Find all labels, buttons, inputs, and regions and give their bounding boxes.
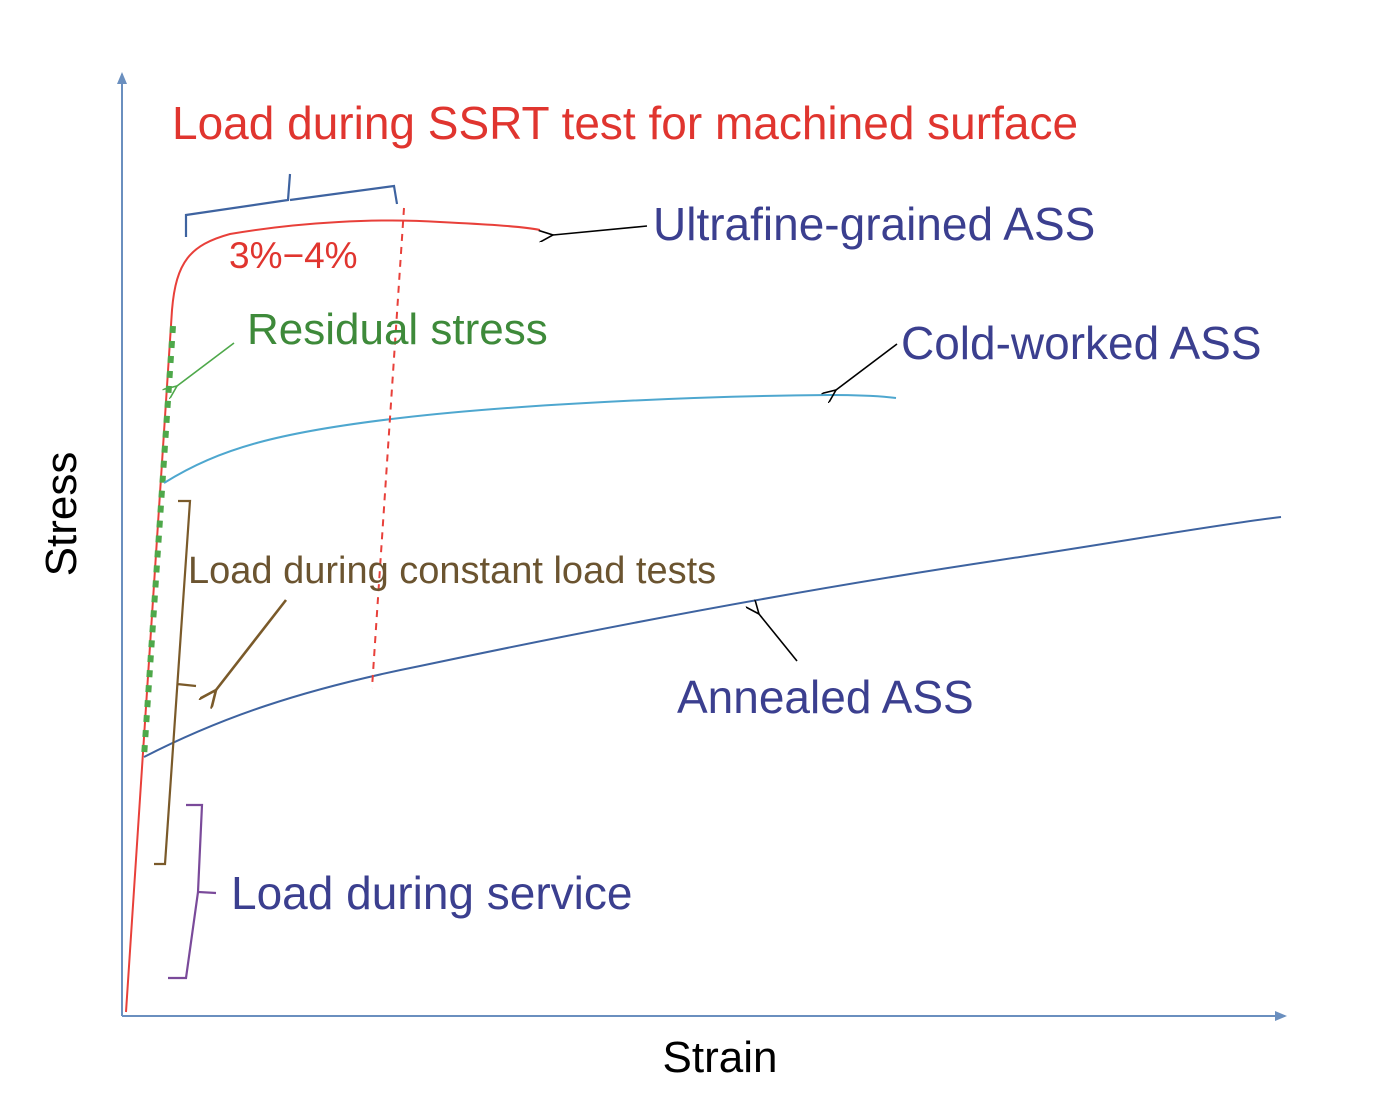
constant-load-pointer-arrow bbox=[216, 599, 288, 690]
ssrt-load-label: Load during SSRT test for machined surfa… bbox=[172, 97, 1078, 149]
service-bracket bbox=[168, 803, 217, 980]
constant-load-bracket bbox=[154, 499, 197, 866]
annealed-pointer-arrow bbox=[759, 614, 798, 662]
x-axis-label: Strain bbox=[663, 1033, 778, 1082]
y-axis-label: Stress bbox=[37, 452, 86, 577]
constant-load-label: Load during constant load tests bbox=[188, 550, 716, 592]
ultrafine-curve bbox=[125, 219, 541, 1013]
service-label: Load during service bbox=[231, 867, 632, 919]
residual-stress-label: Residual stress bbox=[247, 305, 548, 354]
cold-worked-pointer-arrow bbox=[836, 343, 898, 390]
annealed-label: Annealed ASS bbox=[677, 671, 974, 723]
residual-pointer-arrow bbox=[177, 342, 235, 386]
cold-worked-label: Cold-worked ASS bbox=[901, 317, 1262, 369]
ssrt-dashed-line bbox=[371, 207, 405, 689]
ultrafine-pointer-arrow bbox=[553, 225, 648, 235]
residual-stress-dotted-line bbox=[141, 325, 176, 758]
ssrt-bracket bbox=[184, 173, 399, 237]
annealed-curve bbox=[143, 516, 1282, 758]
ultrafine-label: Ultrafine-grained ASS bbox=[653, 198, 1095, 250]
strain-range-label: 3%−4% bbox=[229, 235, 358, 276]
cold-worked-curve bbox=[163, 393, 897, 484]
